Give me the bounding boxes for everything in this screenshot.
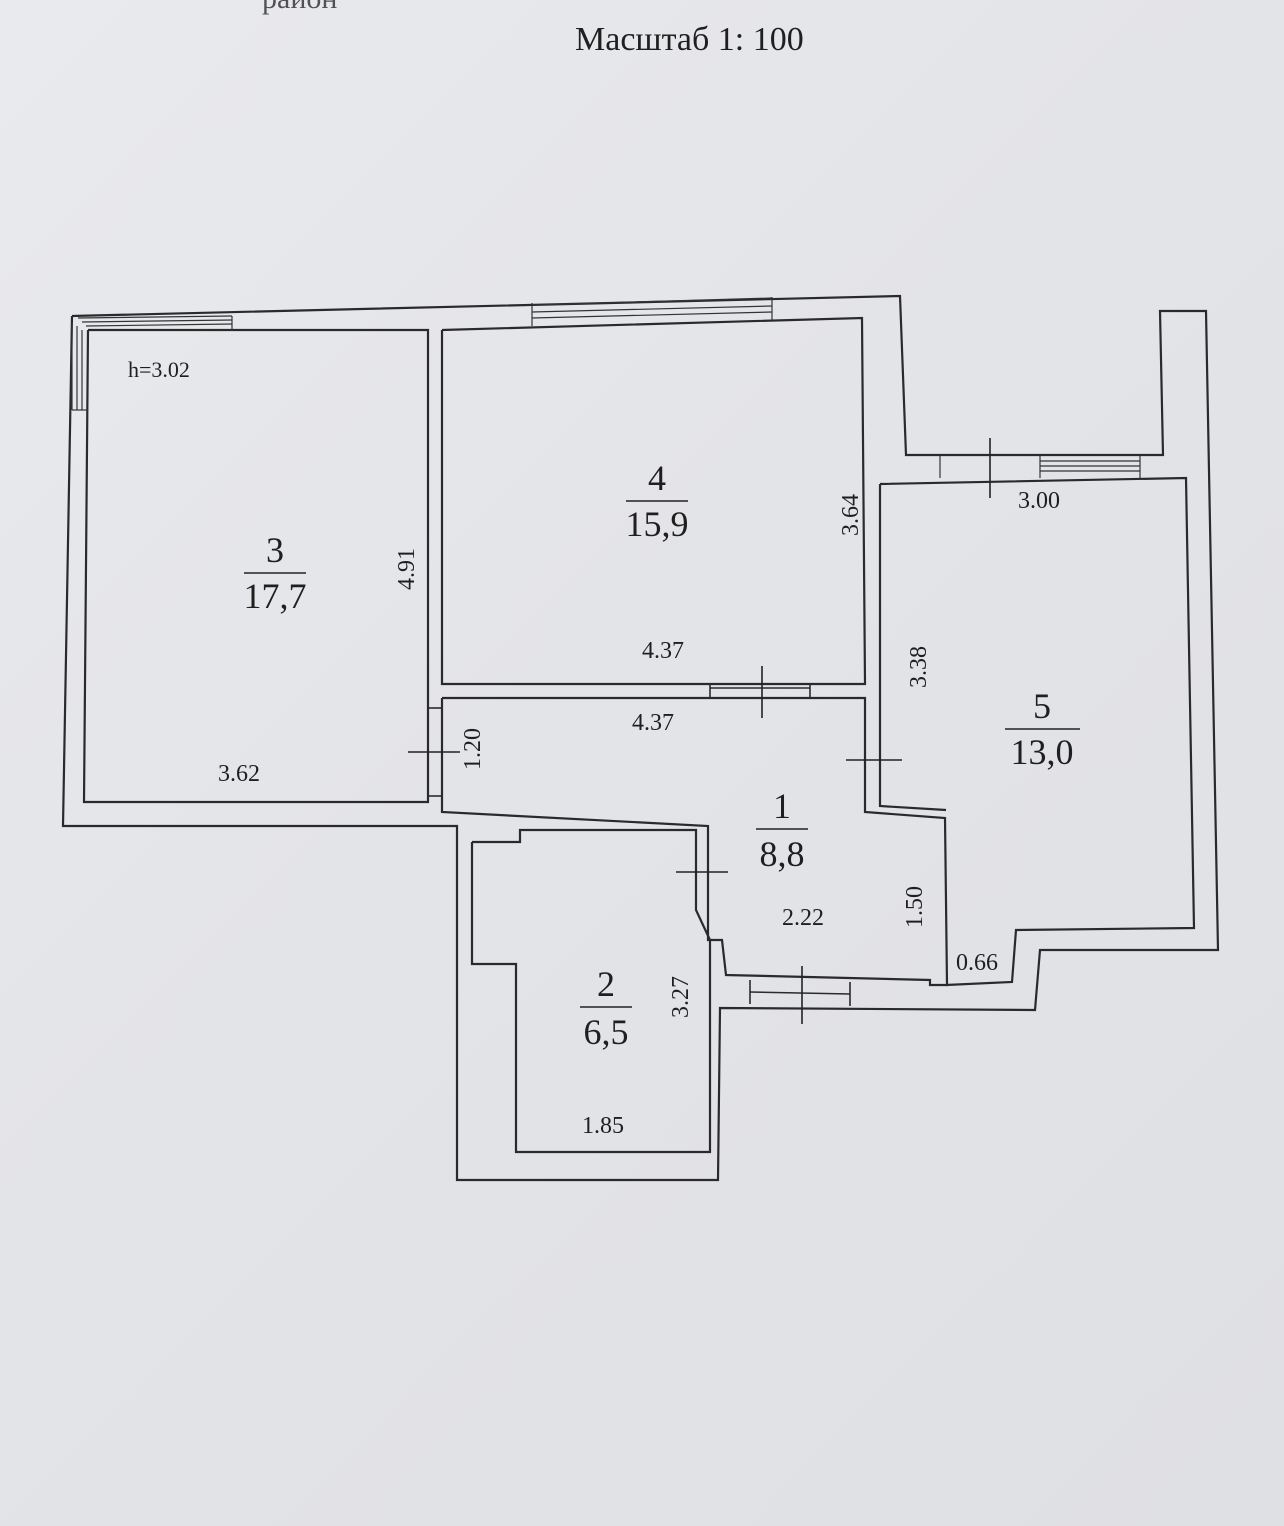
dim-corridor-width: 4.37 (632, 710, 674, 736)
dimension-labels: 4.91 3.62 3.64 4.37 4.37 1.20 3.00 3.38 … (218, 488, 1060, 1139)
room-number: 1 (773, 786, 791, 826)
scale-label: Масштаб 1: 100 (575, 21, 804, 58)
room-number: 3 (266, 530, 284, 570)
dim-room5-top: 3.00 (1018, 488, 1060, 514)
dim-room3-width: 3.62 (218, 761, 260, 787)
dim-room2-height: 3.27 (668, 976, 694, 1018)
room-area: 15,9 (626, 504, 689, 544)
room-4-walls (440, 297, 867, 686)
room-number: 2 (597, 964, 615, 1004)
dim-room4-height: 3.64 (838, 494, 864, 536)
room-area: 17,7 (244, 576, 307, 616)
ceiling-height-label: h=3.02 (128, 357, 190, 382)
room-number: 4 (648, 458, 666, 498)
dim-room1-height: 1.50 (902, 886, 928, 928)
dim-room3-height: 4.91 (394, 548, 420, 590)
room-5-walls (878, 456, 1196, 987)
room-label-3: 3 17,7 (244, 530, 307, 616)
room-label-1: 1 8,8 (756, 786, 808, 874)
room-label-4: 4 15,9 (626, 458, 689, 544)
room-area: 6,5 (584, 1012, 629, 1052)
dim-room2-width: 1.85 (582, 1113, 624, 1139)
room-area: 8,8 (760, 834, 805, 874)
header-cut-text: район (262, 0, 337, 15)
dim-room5-step: 0.66 (956, 950, 998, 976)
corridor-walls (428, 684, 949, 987)
room-label-2: 2 6,5 (580, 964, 632, 1052)
room-label-5: 5 13,0 (1005, 686, 1080, 772)
room-3-walls (71, 315, 430, 804)
door-marks (408, 438, 991, 1024)
dim-room4-width: 4.37 (642, 638, 684, 664)
dim-room5-side: 3.38 (906, 646, 932, 688)
dim-corridor-height: 1.20 (460, 728, 486, 770)
outer-walls (61, 294, 1220, 1182)
room-number: 5 (1033, 686, 1051, 726)
dim-room1-width: 2.22 (782, 905, 824, 931)
room-area: 13,0 (1011, 732, 1074, 772)
room-2-walls (470, 828, 851, 1154)
